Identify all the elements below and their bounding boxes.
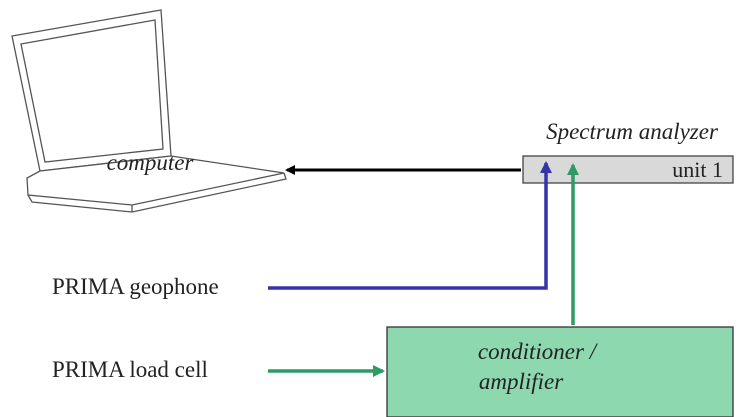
conditioner-label-line2: amplifier	[479, 369, 564, 394]
analyzer-unit-label: unit 1	[672, 157, 723, 182]
geophone-label: PRIMA geophone	[52, 274, 219, 299]
loadcell-label: PRIMA load cell	[52, 357, 208, 382]
spectrum-analyzer-unit	[522, 155, 734, 184]
conditioner-amplifier-box	[386, 326, 734, 417]
laptop-icon	[11, 9, 287, 213]
geophone-wire	[268, 161, 552, 290]
conditioner-label-line1: conditioner /	[478, 339, 599, 364]
analyzer-title: Spectrum analyzer	[546, 119, 719, 144]
computer-label: computer	[107, 150, 195, 175]
